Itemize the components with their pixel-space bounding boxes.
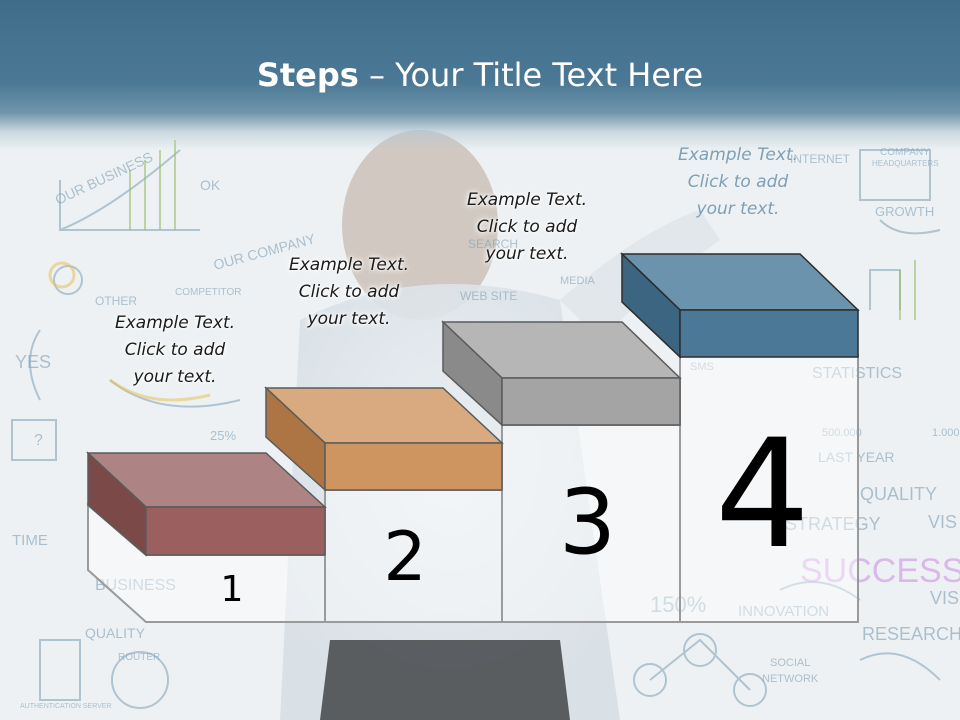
svg-text:VIS: VIS bbox=[930, 588, 959, 608]
title-bar bbox=[0, 0, 960, 150]
svg-text:SEARCH: SEARCH bbox=[468, 237, 518, 251]
step-1-number: 1 bbox=[220, 569, 244, 610]
svg-text:YES: YES bbox=[15, 352, 51, 372]
svg-text:INNOVATION: INNOVATION bbox=[738, 603, 829, 620]
title-dash: – bbox=[358, 56, 396, 94]
step-2-caption-line-1: Example Text. bbox=[288, 255, 410, 275]
step-4-caption-line-3: your text. bbox=[696, 199, 780, 219]
step-2-block[interactable] bbox=[264, 386, 504, 492]
svg-text:INTERNET: INTERNET bbox=[790, 152, 851, 166]
svg-text:MEDIA: MEDIA bbox=[560, 275, 596, 287]
step-4-number: 4 bbox=[714, 408, 811, 582]
svg-text:25%: 25% bbox=[210, 428, 236, 443]
step-1-block[interactable] bbox=[86, 451, 327, 557]
svg-text:500.000: 500.000 bbox=[822, 427, 862, 439]
svg-text:WEB SITE: WEB SITE bbox=[460, 289, 517, 303]
step-3-block[interactable] bbox=[441, 320, 682, 427]
step-3-caption[interactable]: Example Text. Click to add your text. bbox=[452, 187, 602, 268]
step-4-caption-line-1: Example Text. bbox=[677, 145, 799, 165]
step-3-caption-line-2: Click to add bbox=[476, 217, 578, 237]
step-2-number: 2 bbox=[383, 518, 427, 597]
svg-text:?: ? bbox=[34, 432, 43, 449]
svg-text:VIS: VIS bbox=[928, 512, 957, 532]
step-4-column bbox=[679, 354, 859, 623]
step-3-number: 3 bbox=[558, 470, 617, 575]
svg-text:TIME: TIME bbox=[12, 532, 48, 549]
svg-text:AUTHENTICATION SERVER: AUTHENTICATION SERVER bbox=[20, 703, 112, 710]
svg-text:SOCIAL: SOCIAL bbox=[770, 657, 810, 669]
step-1-caption-line-3: your text. bbox=[133, 367, 217, 387]
svg-text:150%: 150% bbox=[650, 592, 706, 617]
svg-text:OTHER: OTHER bbox=[95, 294, 137, 308]
step-2-caption[interactable]: Example Text. Click to add your text. bbox=[274, 252, 424, 333]
step-2-column bbox=[324, 489, 503, 623]
svg-text:GROWTH: GROWTH bbox=[875, 204, 934, 219]
svg-text:QUALITY: QUALITY bbox=[860, 484, 937, 504]
svg-text:OK: OK bbox=[200, 177, 221, 193]
title-bold-word: Steps bbox=[256, 56, 359, 94]
step-columns bbox=[87, 354, 859, 623]
step-3-column bbox=[501, 424, 681, 623]
svg-text:1.000: 1.000 bbox=[932, 427, 960, 439]
step-1-caption-line-2: Click to add bbox=[124, 340, 226, 360]
slide-title[interactable]: Steps – Your Title Text Here bbox=[0, 56, 960, 94]
step-2-caption-line-3: your text. bbox=[307, 309, 391, 329]
step-3-caption-line-1: Example Text. bbox=[466, 190, 588, 210]
step-1-caption[interactable]: Example Text. Click to add your text. bbox=[100, 310, 250, 391]
step-1-caption-line-1: Example Text. bbox=[114, 313, 236, 333]
svg-text:COMPETITOR: COMPETITOR bbox=[175, 287, 241, 298]
svg-text:RESEARCH: RESEARCH bbox=[862, 624, 960, 644]
svg-text:COMPANY: COMPANY bbox=[880, 147, 930, 158]
title-text: Your Title Text Here bbox=[395, 56, 704, 94]
step-4-caption-line-2: Click to add bbox=[687, 172, 789, 192]
svg-text:ROUTER: ROUTER bbox=[118, 652, 160, 663]
step-2-caption-line-2: Click to add bbox=[298, 282, 400, 302]
svg-text:HEADQUARTERS: HEADQUARTERS bbox=[872, 159, 939, 168]
svg-text:SUCCESS: SUCCESS bbox=[800, 552, 960, 590]
step-4-block[interactable] bbox=[620, 252, 860, 359]
svg-text:STRATEGY: STRATEGY bbox=[785, 514, 881, 534]
svg-text:QUALITY: QUALITY bbox=[85, 625, 146, 641]
svg-text:NETWORK: NETWORK bbox=[762, 673, 819, 685]
step-3-caption-line-3: your text. bbox=[485, 244, 569, 264]
step-4-caption[interactable]: Example Text. Click to add your text. bbox=[663, 142, 813, 223]
svg-text:BUSINESS: BUSINESS bbox=[95, 577, 176, 594]
svg-text:LAST YEAR: LAST YEAR bbox=[818, 449, 895, 465]
svg-text:SMS: SMS bbox=[690, 361, 714, 373]
